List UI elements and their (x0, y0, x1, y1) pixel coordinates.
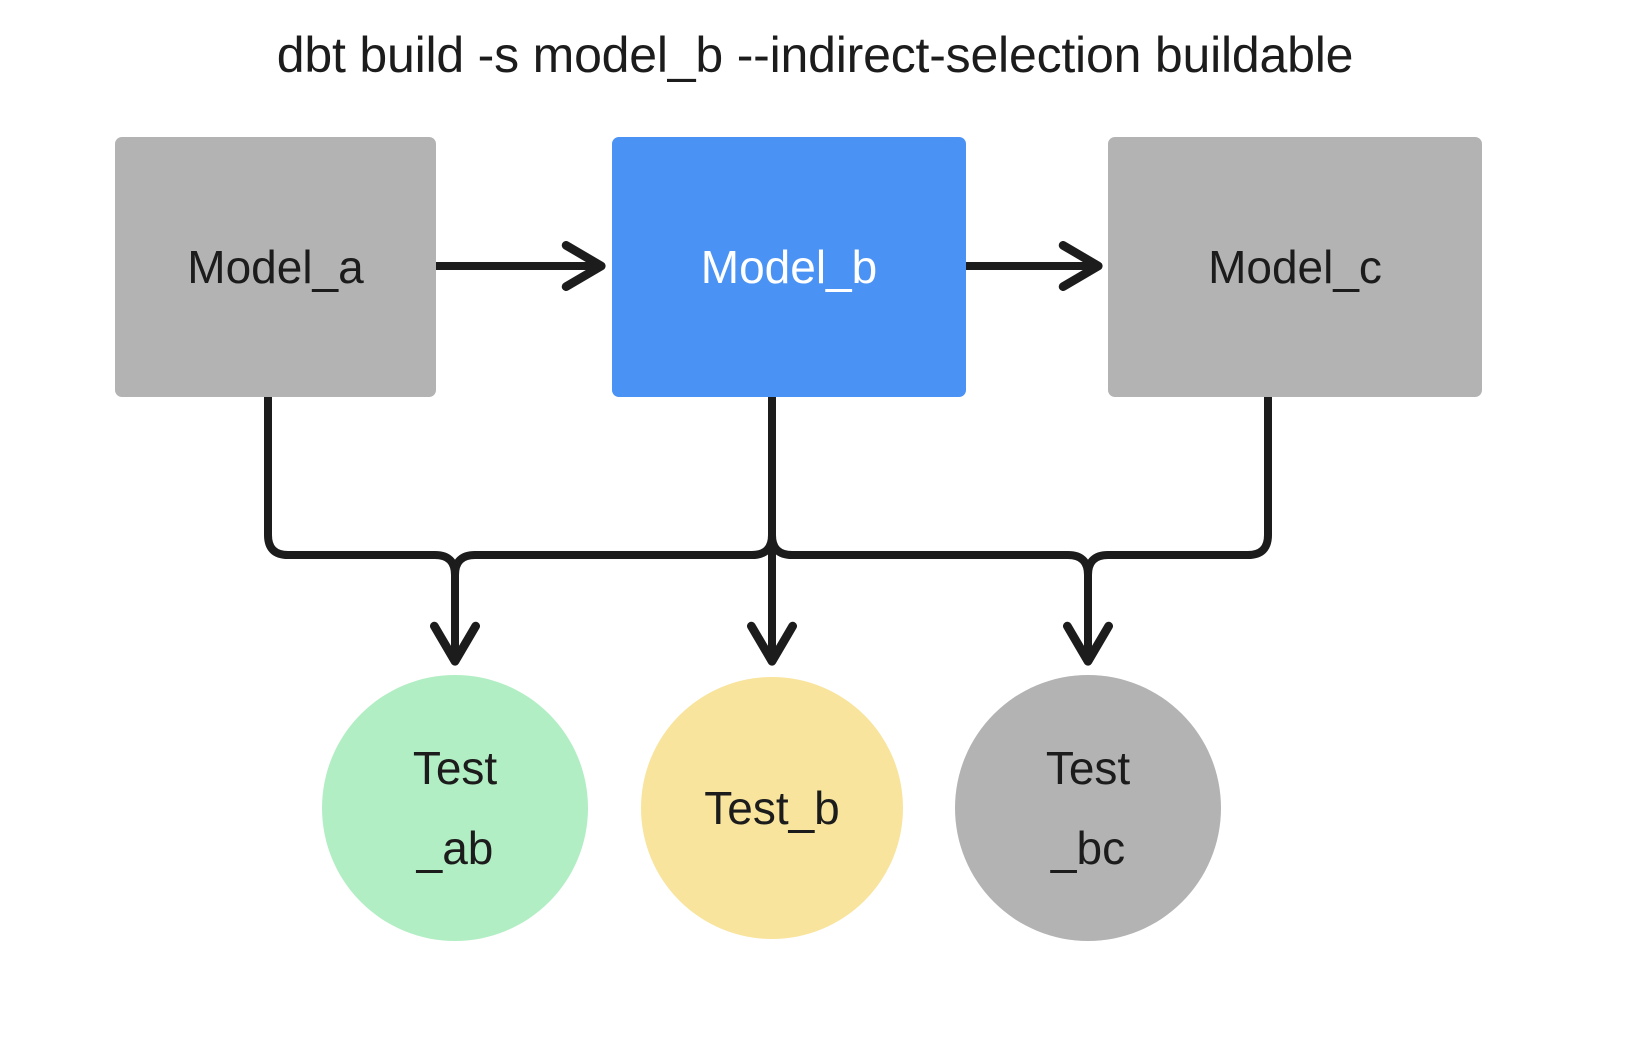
edge-model-a-to-test-ab (264, 393, 455, 660)
node-test-bc-label-line-1: Test (1045, 741, 1131, 794)
edge-model-c-to-test-bc (1084, 393, 1272, 664)
node-model-c-label: Model_c (1208, 241, 1382, 293)
node-test-b[interactable]: Test_b (641, 677, 903, 939)
edge-model-b-to-test-bc (768, 393, 1088, 660)
node-test-ab-label-line-2: _ab (416, 822, 494, 874)
diagram-title: dbt build -s model_b --indirect-selectio… (276, 27, 1354, 83)
node-test-ab[interactable]: Test _ab (322, 675, 588, 941)
node-test-bc[interactable]: Test _bc (955, 675, 1221, 941)
node-model-a-label: Model_a (187, 241, 364, 293)
node-model-a[interactable]: Model_a (115, 137, 436, 397)
node-test-ab-label-line-1: Test (412, 741, 498, 794)
node-model-b-label: Model_b (700, 241, 878, 293)
node-test-bc-label-line-2: _bc (1050, 822, 1126, 874)
node-test-b-label-line-1: Test_b (704, 781, 840, 834)
edge-model-b-to-test-ab (451, 393, 776, 664)
node-model-b[interactable]: Model_b (612, 137, 966, 397)
node-model-c[interactable]: Model_c (1108, 137, 1482, 397)
